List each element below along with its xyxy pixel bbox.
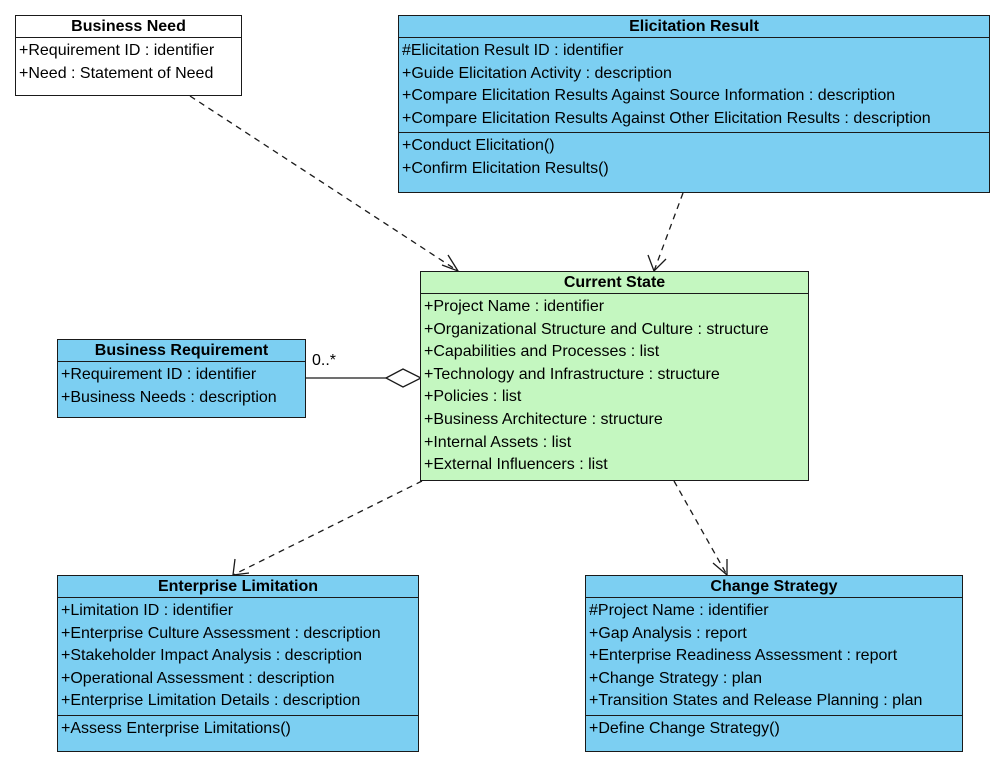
dependency-business-need-to-current-state <box>189 95 459 272</box>
attribute: +Technology and Infrastructure : structu… <box>424 365 720 383</box>
arrowhead-enterprise-limitation <box>232 558 250 576</box>
attributes-compartment: #Elicitation Result ID : identifier +Gui… <box>399 38 989 132</box>
class-name: Current State <box>421 272 808 294</box>
operations-compartment: +Assess Enterprise Limitations() <box>58 714 418 743</box>
dependency-current-state-to-change-strategy <box>673 480 728 576</box>
attribute: #Project Name : identifier <box>589 602 769 619</box>
attribute: +Limitation ID : identifier <box>61 602 234 619</box>
attribute: +Operational Assessment : description <box>61 669 335 687</box>
attributes-compartment: +Requirement ID : identifier +Need : Sta… <box>16 38 241 87</box>
attribute: +Enterprise Culture Assessment : descrip… <box>61 624 381 642</box>
operation: +Conduct Elicitation() <box>402 137 555 155</box>
class-enterprise-limitation[interactable]: Enterprise Limitation +Limitation ID : i… <box>57 575 419 752</box>
operations-compartment: +Define Change Strategy() <box>586 714 962 743</box>
attribute: +Transition States and Release Planning … <box>589 692 923 710</box>
class-name: Elicitation Result <box>399 16 989 38</box>
attribute: +Compare Elicitation Results Against Oth… <box>402 109 931 127</box>
operation: +Define Change Strategy() <box>589 719 780 737</box>
class-name: Change Strategy <box>586 576 962 598</box>
attribute: +Enterprise Limitation Details : descrip… <box>61 692 361 710</box>
attribute: +Organizational Structure and Culture : … <box>424 320 769 338</box>
attribute: +Requirement ID : identifier <box>19 42 215 59</box>
attributes-compartment: +Requirement ID : identifier +Business N… <box>58 362 305 411</box>
attribute: +Stakeholder Impact Analysis : descripti… <box>61 647 363 665</box>
attribute: +Business Needs : description <box>61 388 277 406</box>
attribute: +Internal Assets : list <box>424 433 572 451</box>
operations-compartment: +Conduct Elicitation() +Confirm Elicitat… <box>399 132 989 182</box>
arrowhead-elicitation-result <box>647 254 667 273</box>
attribute: +Business Architecture : structure <box>424 410 663 428</box>
class-elicitation-result[interactable]: Elicitation Result #Elicitation Result I… <box>398 15 990 193</box>
attributes-compartment: +Project Name : identifier +Organization… <box>421 294 808 479</box>
class-name: Business Requirement <box>58 340 305 362</box>
class-current-state[interactable]: Current State +Project Name : identifier… <box>420 271 809 481</box>
attribute: +External Influencers : list <box>424 456 608 474</box>
operation: +Confirm Elicitation Results() <box>402 159 609 177</box>
attribute: +Guide Elicitation Activity : descriptio… <box>402 64 672 82</box>
attribute: +Capabilities and Processes : list <box>424 343 660 361</box>
attribute: +Change Strategy : plan <box>589 669 763 687</box>
attribute: +Gap Analysis : report <box>589 624 747 642</box>
aggregation-diamond <box>384 368 423 388</box>
dependency-elicitation-result-to-current-state <box>653 192 684 272</box>
aggregation-multiplicity: 0..* <box>312 352 337 369</box>
attribute: +Requirement ID : identifier <box>61 366 257 383</box>
class-business-need[interactable]: Business Need +Requirement ID : identifi… <box>15 15 242 96</box>
operation: +Assess Enterprise Limitations() <box>61 719 291 737</box>
class-business-requirement[interactable]: Business Requirement +Requirement ID : i… <box>57 339 306 418</box>
dependency-current-state-to-enterprise-limitation <box>232 480 423 576</box>
class-name: Enterprise Limitation <box>58 576 418 598</box>
arrowhead-business-need <box>441 254 460 273</box>
class-change-strategy[interactable]: Change Strategy #Project Name : identifi… <box>585 575 963 752</box>
attributes-compartment: #Project Name : identifier +Gap Analysis… <box>586 598 962 715</box>
class-name: Business Need <box>16 16 241 38</box>
attribute: #Elicitation Result ID : identifier <box>402 42 624 59</box>
attribute: +Need : Statement of Need <box>19 64 214 82</box>
attribute: +Project Name : identifier <box>424 298 605 315</box>
attributes-compartment: +Limitation ID : identifier +Enterprise … <box>58 598 418 715</box>
attribute: +Enterprise Readiness Assessment : repor… <box>589 647 898 665</box>
attribute: +Compare Elicitation Results Against Sou… <box>402 87 896 105</box>
attribute: +Policies : list <box>424 388 522 406</box>
